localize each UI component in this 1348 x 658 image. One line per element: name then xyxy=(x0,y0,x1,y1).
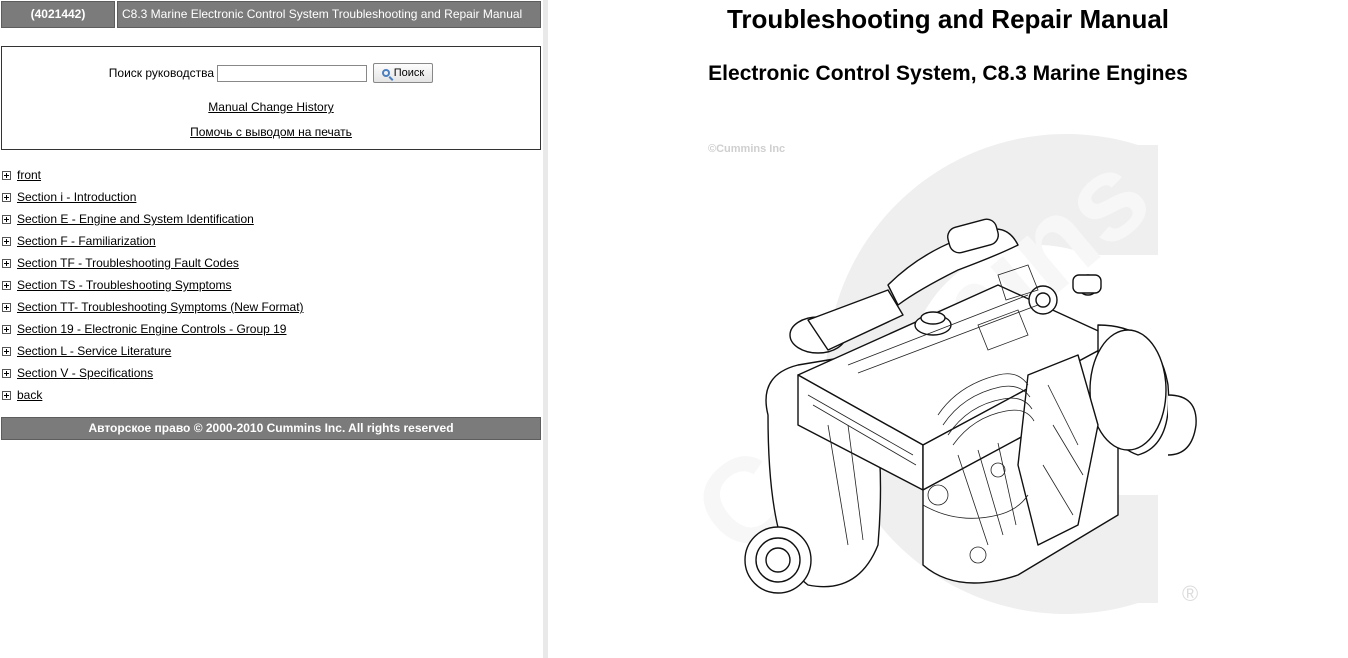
toc-link[interactable]: Section 19 - Electronic Engine Controls … xyxy=(17,322,287,336)
toc-link[interactable]: back xyxy=(17,388,43,402)
expand-icon[interactable] xyxy=(2,215,11,224)
document-id-badge: (4021442) xyxy=(1,1,115,28)
copyright-footer: Авторское право © 2000-2010 Cummins Inc.… xyxy=(1,417,541,440)
toc-item: Section TF - Troubleshooting Fault Codes xyxy=(2,254,304,276)
toc-link[interactable]: Section TF - Troubleshooting Fault Codes xyxy=(17,256,239,270)
search-row: Поиск руководства Поиск xyxy=(2,63,540,83)
search-button-label: Поиск xyxy=(393,67,425,79)
toc-item: back xyxy=(2,386,304,408)
search-label: Поиск руководства xyxy=(108,66,215,80)
expand-icon[interactable] xyxy=(2,259,11,268)
print-help-link[interactable]: Помочь с выводом на печать xyxy=(190,125,352,139)
image-copyright: ©Cummins Inc xyxy=(708,143,786,155)
toc-item: Section i - Introduction xyxy=(2,188,304,210)
expand-icon[interactable] xyxy=(2,171,11,180)
toc-item: Section L - Service Literature xyxy=(2,342,304,364)
toc-item: Section 19 - Electronic Engine Controls … xyxy=(2,320,304,342)
document-title-bar: C8.3 Marine Electronic Control System Tr… xyxy=(117,1,541,28)
engine-illustration: Cummins ® xyxy=(698,127,1198,614)
expand-icon[interactable] xyxy=(2,193,11,202)
content-frame: Troubleshooting and Repair Manual Electr… xyxy=(548,0,1348,658)
navigation-frame: (4021442) C8.3 Marine Electronic Control… xyxy=(0,0,542,658)
toc-link[interactable]: Section TS - Troubleshooting Symptoms xyxy=(17,278,232,292)
toc-item: Section TT- Troubleshooting Symptoms (Ne… xyxy=(2,298,304,320)
toc-link[interactable]: Section F - Familiarization xyxy=(17,234,156,248)
engine-drawing xyxy=(744,218,1197,594)
manual-change-history-link[interactable]: Manual Change History xyxy=(208,100,334,114)
toc-item: Section E - Engine and System Identifica… xyxy=(2,210,304,232)
expand-icon[interactable] xyxy=(2,347,11,356)
toc-item: Section V - Specifications xyxy=(2,364,304,386)
toc-link[interactable]: front xyxy=(17,168,42,182)
page-title: Troubleshooting and Repair Manual xyxy=(726,4,1170,34)
toc-link[interactable]: Section TT- Troubleshooting Symptoms (Ne… xyxy=(17,300,304,314)
toc-link[interactable]: Section E - Engine and System Identifica… xyxy=(17,212,254,226)
expand-icon[interactable] xyxy=(2,369,11,378)
expand-icon[interactable] xyxy=(2,303,11,312)
toc-link[interactable]: Section V - Specifications xyxy=(17,366,154,380)
search-button[interactable]: Поиск xyxy=(372,63,434,83)
toc-link[interactable]: Section L - Service Literature xyxy=(17,344,172,358)
search-input[interactable] xyxy=(217,64,368,82)
search-panel: Поиск руководства Поиск Manual Change Hi… xyxy=(1,46,541,150)
expand-icon[interactable] xyxy=(2,281,11,290)
expand-icon[interactable] xyxy=(2,325,11,334)
frame-divider[interactable] xyxy=(543,0,548,658)
toc-link[interactable]: Section i - Introduction xyxy=(17,190,137,204)
engine-detail-lines xyxy=(807,264,1084,564)
search-icon xyxy=(381,69,390,77)
expand-icon[interactable] xyxy=(2,391,11,400)
registered-mark: ® xyxy=(1182,581,1198,606)
toc-item: Section TS - Troubleshooting Symptoms xyxy=(2,276,304,298)
toc-item: Section F - Familiarization xyxy=(2,232,304,254)
toc-item: front xyxy=(2,166,304,188)
table-of-contents: front Section i - Introduction Section E… xyxy=(2,166,304,408)
expand-icon[interactable] xyxy=(2,237,11,246)
page-subtitle: Electronic Control System, C8.3 Marine E… xyxy=(708,62,1188,85)
